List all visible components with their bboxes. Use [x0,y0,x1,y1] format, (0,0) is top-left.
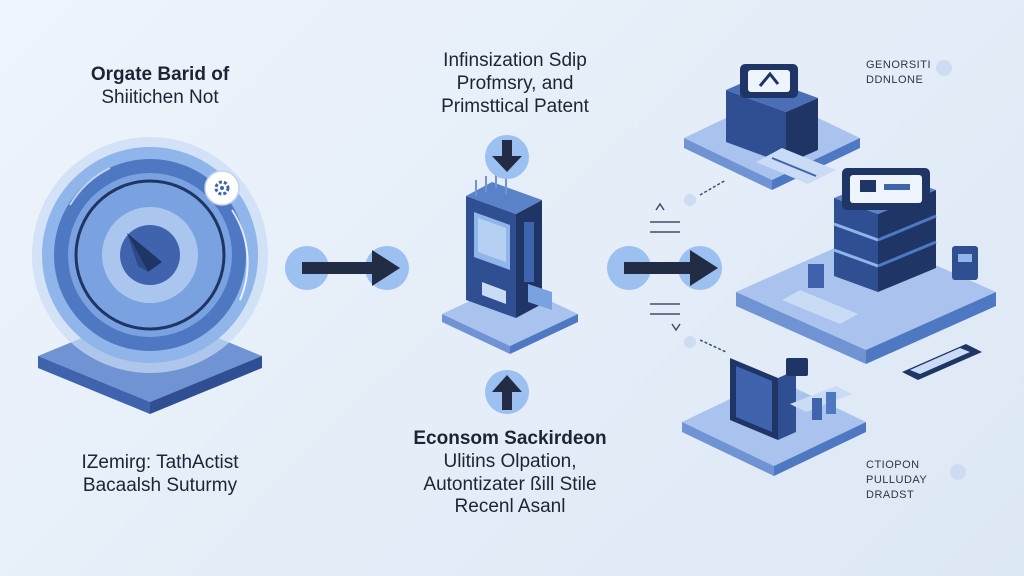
sync-arrows-icon [650,179,727,353]
label-center-top-line2: Profmsry, and [456,72,574,94]
label-right-bottom-line2: PULLUDAY [866,473,928,486]
label-right-bottom-line3: DRADST [866,488,915,501]
server-stack-icon [684,64,860,190]
info-bubble-icon [684,60,966,480]
label-right-top: GENORSITI DDNLONE [866,58,986,88]
arrow-right-icon [607,246,722,290]
label-center-bottom-line3: Autontizater ßill Stile [423,473,597,495]
label-left-top-line2: Shiitichen Not [101,86,219,108]
label-center-bottom-line2: Ulitins Olpation, [443,450,577,472]
label-center-top-line3: Primsttical Patent [441,95,589,117]
label-left-top-line1: Orgate Barid of [90,64,230,85]
label-left-bottom-line2: Bacaalsh Suturmy [82,474,238,496]
label-center-bottom-line4: Recenl Asanl [454,496,566,518]
label-right-bottom-line1: CTIOPON [866,459,920,471]
arrow-down-icon [485,135,529,179]
label-center-bottom-line1: Econsom Sackirdeon [413,428,607,449]
arrow-up-icon [485,370,529,414]
server-stack-icon [736,168,996,380]
label-center-top-line1: Infinsization Sdip [443,50,587,71]
gear-icon [204,170,240,206]
label-left-bottom-line1: IZemirg: TathActist [81,452,239,473]
label-center-top: Infinsization Sdip Profmsry, and Primstt… [380,50,650,118]
label-right-bottom: CTIOPON PULLUDAY DRADST [866,458,986,503]
arrow-right-icon [285,246,409,290]
label-right-top-line1: GENORSITI [866,59,932,71]
vending-machine-icon [442,172,578,354]
monitor-icon [682,358,866,476]
label-left-top: Orgate Barid of Shiitichen Not [40,64,280,110]
label-right-top-line2: DDNLONE [866,73,924,86]
label-center-bottom: Econsom Sackirdeon Ulitins Olpation, Aut… [370,428,650,519]
label-left-bottom: IZemirg: TathActist Bacaalsh Suturmy [35,452,285,498]
